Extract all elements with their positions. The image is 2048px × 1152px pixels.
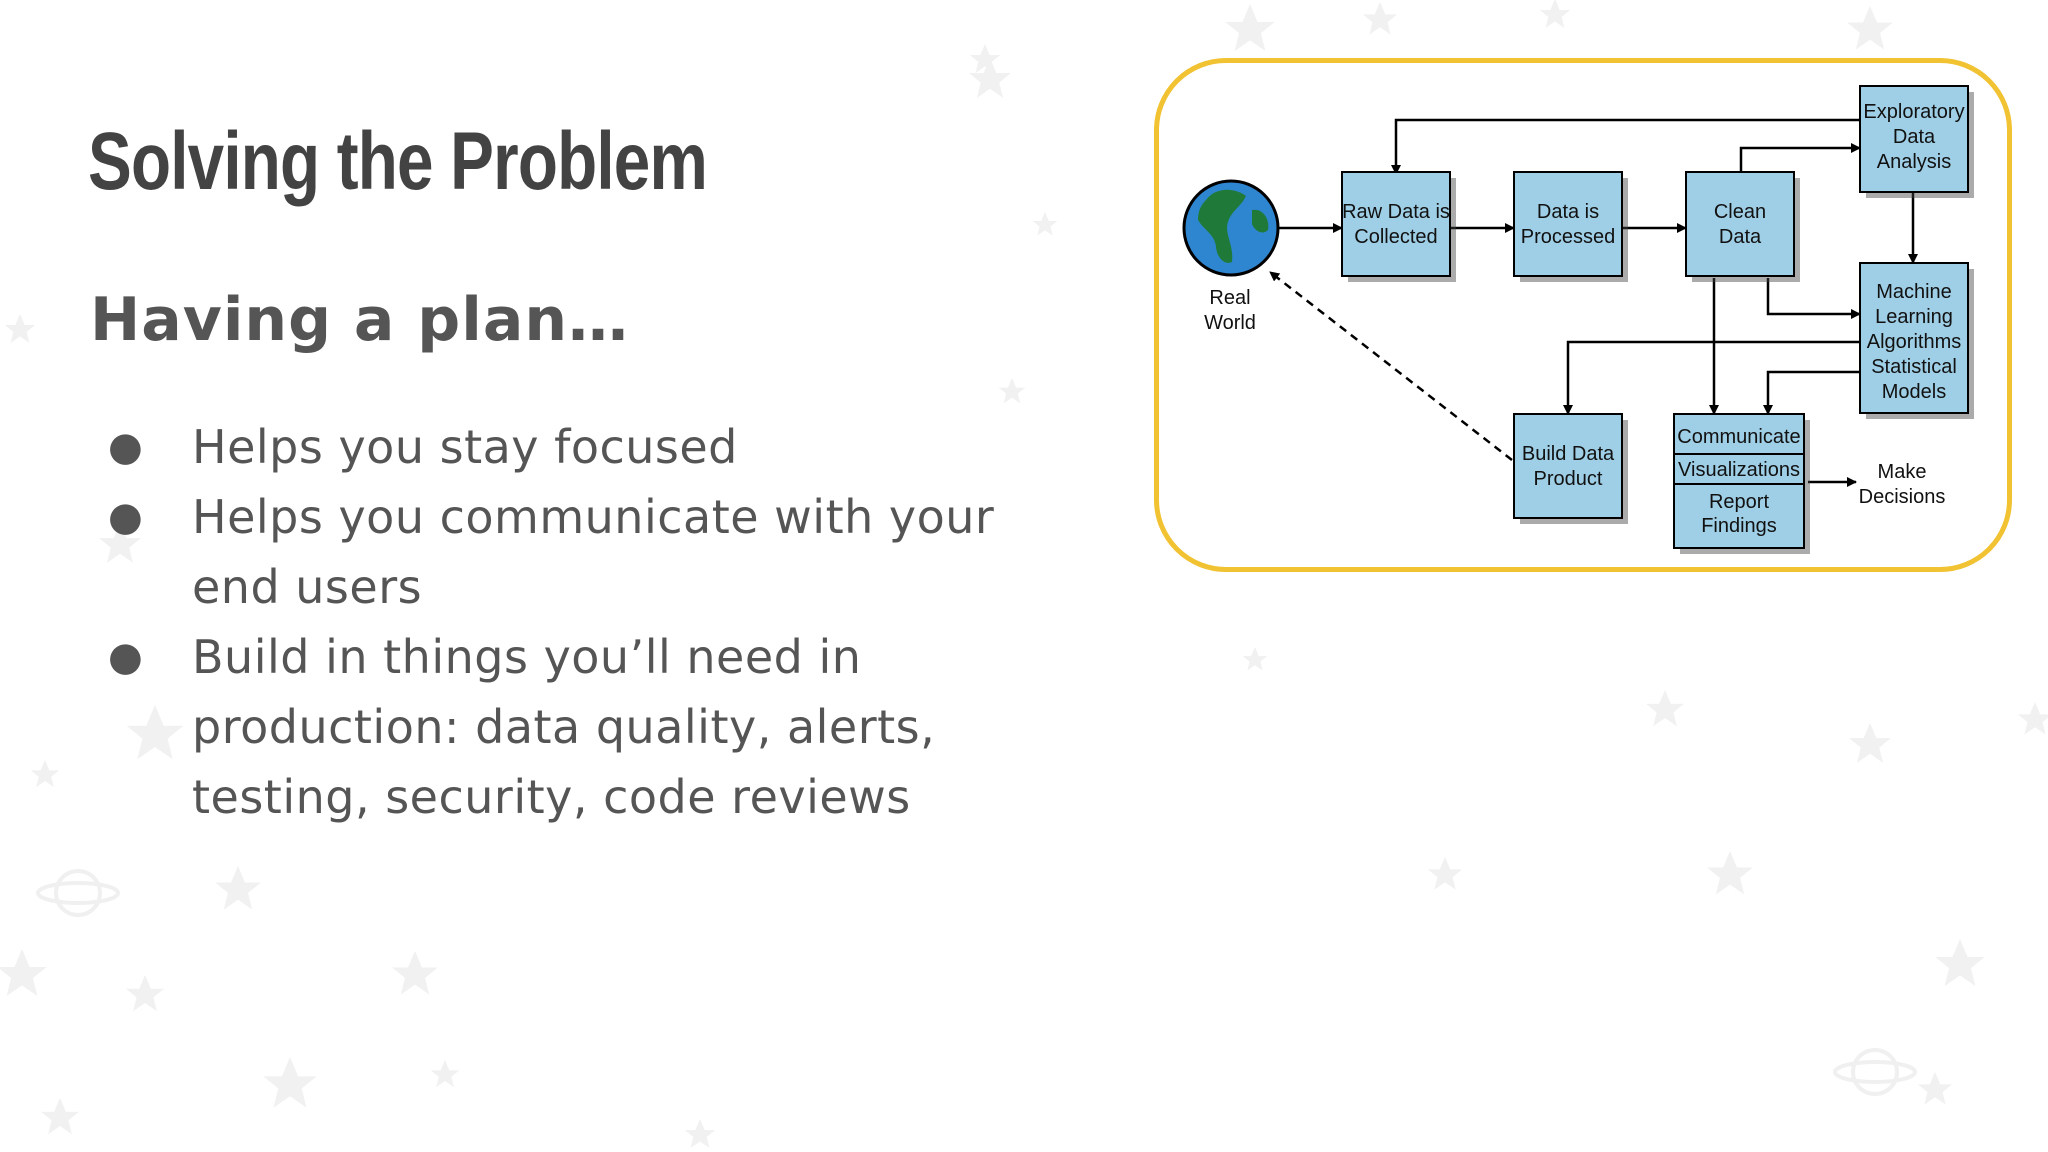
communicate-box: Communicate Visualizations Report Findin…	[1673, 413, 1810, 554]
bullet-item: ● Helps you stay focused	[108, 412, 1008, 482]
report-label: Findings	[1701, 515, 1777, 537]
bullet-dot-icon: ●	[108, 494, 143, 540]
data-processed-box: Data is Processed	[1513, 171, 1628, 282]
svg-text:Build Data: Build Data	[1522, 443, 1615, 465]
globe-icon	[1182, 179, 1280, 277]
data-science-process-diagram: Real World Raw Data is Collected Data is…	[1182, 85, 1974, 554]
svg-text:Data is: Data is	[1537, 201, 1599, 223]
clean-data-box: Clean Data	[1685, 171, 1800, 282]
svg-text:Machine: Machine	[1876, 281, 1952, 303]
svg-text:Models: Models	[1882, 381, 1946, 403]
svg-text:Learning: Learning	[1875, 306, 1953, 328]
make-decisions-label: Make	[1878, 461, 1927, 483]
svg-text:Collected: Collected	[1354, 226, 1437, 248]
svg-text:Data: Data	[1719, 226, 1762, 248]
flow-arrows	[1269, 118, 1918, 487]
communicate-label: Communicate	[1677, 426, 1800, 448]
real-world-label: Real	[1209, 287, 1250, 309]
bullet-dot-icon: ●	[108, 634, 143, 680]
build-data-product-box: Build Data Product	[1513, 413, 1628, 524]
bullet-item: ● Build in things you’ll need in product…	[108, 622, 1008, 832]
bullet-text: Build in things you’ll need in productio…	[192, 630, 936, 824]
svg-text:Clean: Clean	[1714, 201, 1766, 223]
report-label: Report	[1709, 491, 1769, 513]
bullet-item: ● Helps you communicate with your end us…	[108, 482, 1008, 622]
machine-learning-box: Machine Learning Algorithms Statistical …	[1859, 262, 1974, 419]
raw-data-box: Raw Data is Collected	[1341, 171, 1456, 282]
svg-text:Product: Product	[1534, 468, 1603, 490]
svg-text:Statistical: Statistical	[1871, 356, 1957, 378]
visualizations-label: Visualizations	[1678, 459, 1800, 481]
exploratory-analysis-box: Exploratory Data Analysis	[1859, 85, 1974, 198]
svg-text:Raw Data is: Raw Data is	[1342, 201, 1450, 223]
svg-text:Algorithms: Algorithms	[1867, 331, 1961, 353]
bullet-dot-icon: ●	[108, 424, 143, 470]
real-world-label: World	[1204, 312, 1256, 334]
svg-text:Analysis: Analysis	[1877, 151, 1951, 173]
svg-text:Data: Data	[1893, 126, 1936, 148]
bullet-list: ● Helps you stay focused ● Helps you com…	[108, 412, 1008, 832]
slide-subtitle: Having a plan…	[90, 285, 630, 355]
svg-text:Exploratory: Exploratory	[1863, 101, 1964, 123]
svg-text:Processed: Processed	[1521, 226, 1616, 248]
bullet-text: Helps you communicate with your end user…	[192, 490, 995, 614]
bullet-text: Helps you stay focused	[192, 420, 738, 474]
slide-title: Solving the Problem	[88, 116, 708, 207]
make-decisions-label: Decisions	[1859, 486, 1946, 508]
